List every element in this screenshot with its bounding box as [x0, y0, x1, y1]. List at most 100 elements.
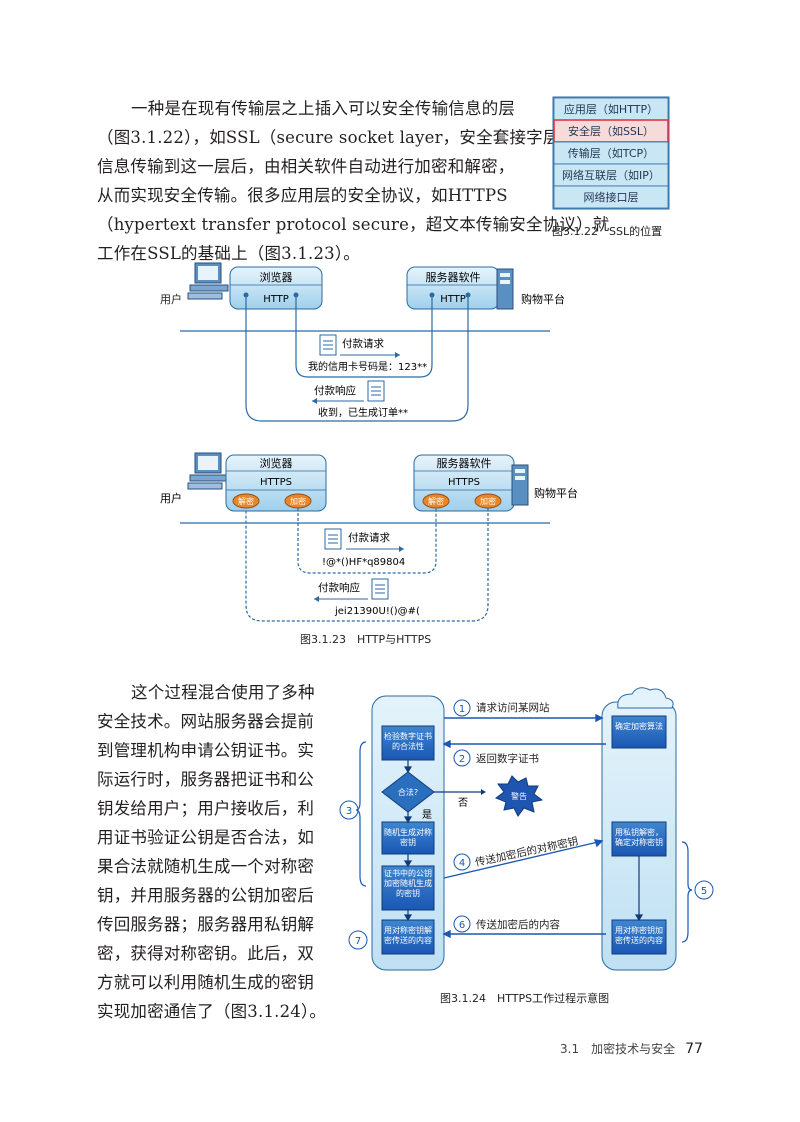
http-browser-label: 浏览器 [260, 270, 293, 284]
https-browser-protocol: HTTPS [260, 477, 292, 488]
footer-section: 3.1 加密技术与安全 [560, 1042, 676, 1056]
http-response-title: 付款响应 [314, 384, 356, 397]
intro-line: 工作在SSL的基础上（图3.1.23）。 [97, 244, 361, 263]
determine-algorithm-box: 确定加密算法 [615, 722, 663, 731]
fig-23-caption: 图3.1.23 HTTP与HTTPS [300, 633, 432, 646]
process-line: 钥发给用户；用户接收后，利 [97, 799, 315, 818]
step-6-badge [453, 915, 471, 933]
layer-network-interface-label: 网络接口层 [584, 190, 639, 204]
step-7-number: 7 [355, 936, 361, 947]
process-line: 密，获得对称密钥。此后，双 [97, 944, 315, 963]
http-diagram: 用户 浏览器 HTTP 服务器软件 HTTP 购物平台 付款请求 [160, 262, 565, 422]
http-https-figure: 用户 浏览器 HTTP 服务器软件 HTTP 购物平台 付款请求 [160, 262, 578, 622]
decision-label: 合法? [398, 787, 418, 797]
user-computer-icon [187, 262, 229, 300]
step-1-label: 请求访问某网站 [476, 701, 550, 714]
process-line: 到管理机构申请公钥证书。实 [97, 741, 315, 760]
https-response-title: 付款响应 [318, 581, 360, 594]
layer-transport-label: 传输层（如TCP） [568, 146, 654, 160]
cloud-icon [617, 687, 674, 709]
verify-certificate-box: 检验数字证书的合法性 [384, 732, 432, 751]
generate-key-box: 随机生成对称密钥 [384, 828, 432, 847]
server-tower-icon [511, 464, 529, 506]
process-line: 这个过程混合使用了多种 [131, 683, 315, 702]
process-line: 际运行时，服务器把证书和公 [97, 770, 315, 789]
server-decrypt-badge [422, 493, 450, 509]
step-1-number: 1 [459, 704, 465, 715]
layer-security-label: 安全层（如SSL） [568, 124, 654, 138]
process-paragraph: 这个过程混合使用了多种 安全技术。网站服务器会提前 到管理机构申请公钥证书。实 … [97, 678, 326, 1026]
layer-application-label: 应用层（如HTTP） [564, 102, 658, 116]
https-browser-label: 浏览器 [260, 456, 293, 470]
http-browser-box [229, 266, 323, 310]
https-process-figure: 检验数字证书的合法性 合法? 随机生成对称密钥 证书中的公钥加密随机生成的密钥 … [339, 687, 714, 971]
https-diagram: 用户 浏览器 HTTPS 解密 加密 服务器软件 HTTPS 解密 加密 购物平… [160, 452, 578, 622]
http-server-label: 服务器软件 [426, 270, 481, 284]
https-platform-label: 购物平台 [534, 486, 578, 500]
https-user-label: 用户 [160, 491, 182, 505]
step-3-number: 3 [346, 806, 352, 817]
http-response-content: 收到，已生成订单** [318, 406, 408, 419]
http-browser-protocol: HTTP [263, 294, 289, 305]
intro-line: 从而实现安全传输。很多应用层的安全协议，如HTTPS [97, 186, 508, 205]
process-line: 用证书验证公钥是否合法，如 [97, 828, 315, 847]
https-response-content: jei21390U!()@#( [334, 606, 420, 617]
http-request-title: 付款请求 [342, 337, 384, 350]
https-server-protocol: HTTPS [448, 477, 480, 488]
intro-line: （图3.1.22），如SSL（secure socket layer，安全套接字… [97, 128, 585, 147]
encrypt-key-box: 证书中的公钥加密随机生成的密钥 [384, 869, 432, 898]
yes-label: 是 [422, 809, 432, 821]
fig-24-caption: 图3.1.24 HTTPS工作过程示意图 [440, 992, 610, 1005]
https-request-content: !@*()HF*q89804 [322, 557, 405, 568]
process-line: 实现加密通信了（图3.1.24）。 [97, 1002, 327, 1021]
intro-line: 一种是在现有传输层之上插入可以安全传输信息的层 [131, 99, 516, 118]
ssl-layer-stack: 应用层（如HTTP） 安全层（如SSL） 传输层（如TCP） 网络互联层（如IP… [552, 96, 670, 210]
step-2-badge [453, 749, 471, 767]
process-line: 方就可以利用随机生成的密钥 [97, 973, 315, 992]
step-5-badge [694, 880, 714, 900]
https-request-document-icon [324, 528, 342, 550]
layer-network-interface [553, 185, 669, 209]
browser-encrypt-label: 加密 [290, 496, 306, 506]
step-1-badge [453, 699, 471, 717]
step-4-label: 传送加密后的对称密钥 [474, 834, 579, 869]
user-computer-icon [187, 452, 229, 490]
http-platform-label: 购物平台 [521, 292, 565, 306]
layer-internet-label: 网络互联层（如IP） [562, 168, 660, 182]
http-response-document-icon [367, 380, 385, 402]
https-response-document-icon [371, 578, 389, 600]
http-request-content: 我的信用卡号码是：123** [308, 360, 427, 373]
no-label: 否 [458, 797, 468, 809]
encrypt-content-box: 用对称密钥加密传送的内容 [615, 926, 663, 945]
process-line: 钥，并用服务器的公钥加密后 [97, 886, 315, 905]
https-server-label: 服务器软件 [437, 456, 492, 470]
step-2-number: 2 [459, 754, 465, 765]
server-encrypt-label: 加密 [480, 496, 496, 506]
fig-22-caption: 图3.1.22 SSL的位置 [552, 225, 663, 238]
step-6-number: 6 [459, 920, 465, 931]
step-4-badge [453, 853, 471, 871]
step-6-label: 传送加密后的内容 [476, 918, 560, 931]
https-request-title: 付款请求 [348, 531, 390, 544]
process-line: 果合法就随机生成一个对称密 [97, 857, 315, 876]
decrypt-content-box: 用对称密钥解密传送的内容 [384, 926, 432, 945]
intro-paragraph: 一种是在现有传输层之上插入可以安全传输信息的层 （图3.1.22），如SSL（s… [97, 94, 610, 268]
server-tower-icon [496, 268, 514, 310]
step-4-number: 4 [459, 858, 465, 869]
step-5-number: 5 [701, 886, 707, 897]
http-server-protocol: HTTP [440, 294, 466, 305]
step-7-badge [348, 930, 368, 950]
intro-line: （hypertext transfer protocol secure，超文本传… [97, 215, 610, 234]
browser-decrypt-label: 解密 [238, 496, 254, 506]
http-request-document-icon [319, 334, 337, 356]
intro-line: 信息传输到这一层后，由相关软件自动进行加密和解密， [97, 157, 515, 176]
page-number: 77 [685, 1041, 703, 1057]
process-line: 传回服务器；服务器用私钥解 [97, 915, 315, 934]
step-2-label: 返回数字证书 [476, 752, 539, 765]
server-decrypt-label: 解密 [428, 496, 444, 506]
page-footer: 3.1 加密技术与安全 77 [560, 1040, 703, 1057]
process-line: 安全技术。网站服务器会提前 [97, 712, 315, 731]
alert-starburst [494, 775, 544, 817]
alert-label: 警告 [511, 791, 527, 801]
http-user-label: 用户 [160, 292, 182, 306]
